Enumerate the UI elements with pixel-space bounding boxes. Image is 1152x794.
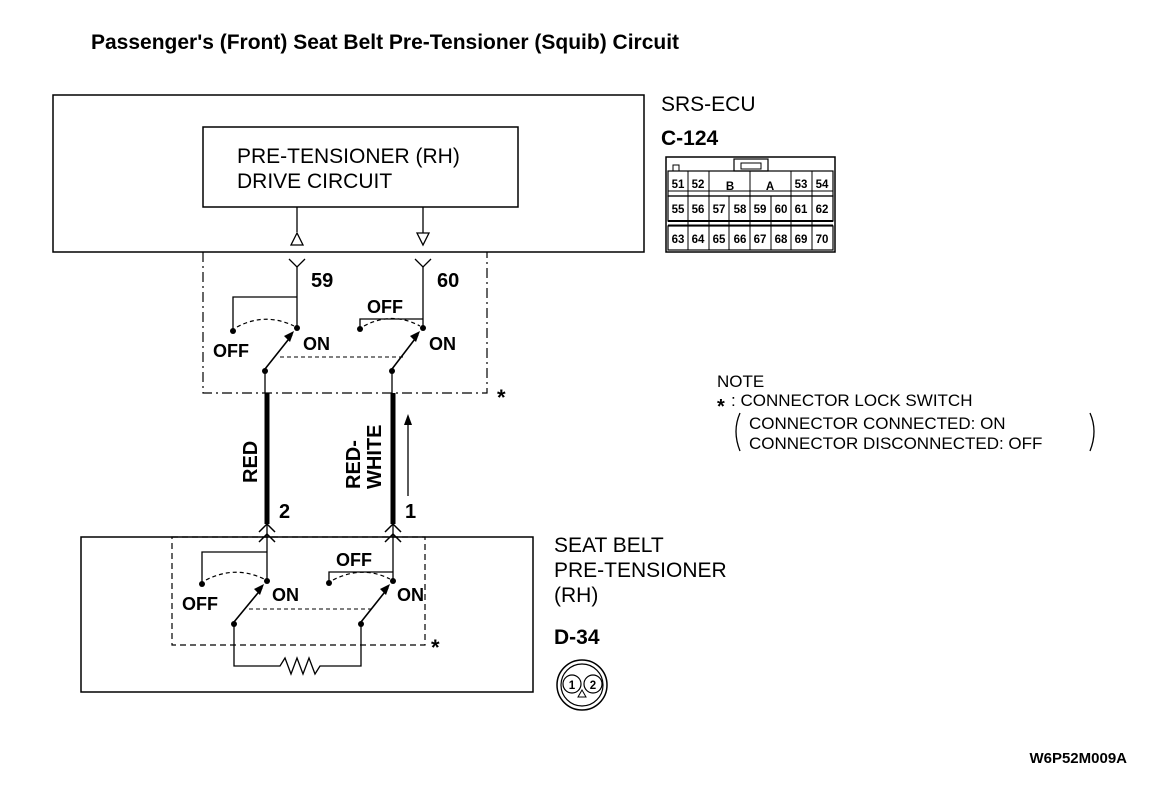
terminal-60-icon (414, 258, 432, 268)
terminal-60-label: 60 (437, 270, 459, 292)
lock-switch-asterisk: * (497, 385, 506, 410)
terminal-59-label: 59 (311, 270, 333, 292)
ecu-pin: 66 (734, 234, 747, 246)
wire-color-red: RED (240, 441, 262, 483)
ecu-pin: 57 (713, 204, 726, 216)
switch-on-label: ON (397, 585, 424, 605)
output-arrow-up-icon (289, 231, 305, 246)
wire-color-red-white-2: WHITE (364, 425, 386, 489)
lock-switch-asterisk: * (431, 635, 440, 660)
ecu-pin: 53 (795, 179, 808, 191)
ecu-pin: 55 (672, 204, 685, 216)
ecu-pin: 58 (734, 204, 747, 216)
ecu-pin: 65 (713, 234, 726, 246)
ecu-pin: 68 (775, 234, 788, 246)
terminal-2-label: 2 (279, 501, 290, 523)
diagram-title: Passenger's (Front) Seat Belt Pre-Tensio… (91, 31, 679, 54)
drive-circuit-label-1: PRE-TENSIONER (RH) (237, 145, 460, 168)
ecu-pin: 67 (754, 234, 767, 246)
switch-off-label: OFF (367, 297, 403, 317)
ecu-lock-switch-boundary (202, 252, 488, 394)
terminal-59-icon (288, 258, 306, 268)
switch-on-label: ON (272, 585, 299, 605)
ecu-pin: 51 (672, 179, 685, 191)
pretensioner-connector-id: D-34 (554, 626, 600, 649)
ecu-connector-face (665, 156, 836, 253)
pretensioner-label-3: (RH) (554, 584, 598, 607)
ecu-pin: B (726, 181, 734, 193)
drive-circuit-box (202, 126, 519, 208)
ecu-pin: 62 (816, 204, 829, 216)
ecu-pin: 70 (816, 234, 829, 246)
pretensioner-pin: 2 (590, 680, 596, 692)
pretensioner-box (80, 536, 534, 693)
pretensioner-label-2: PRE-TENSIONER (554, 559, 727, 582)
ecu-name: SRS-ECU (661, 93, 756, 116)
wire-color-red-white-1: RED- (343, 440, 365, 489)
ecu-pin: 54 (816, 179, 829, 191)
switch-on-label: ON (303, 334, 330, 354)
ecu-pin: 61 (795, 204, 808, 216)
switch-on-label: ON (429, 334, 456, 354)
ecu-pin: 59 (754, 204, 767, 216)
terminal-1-label: 1 (405, 501, 416, 523)
figure-code: W6P52M009A (1029, 750, 1127, 767)
note-line-1: : CONNECTOR LOCK SWITCH (731, 391, 972, 410)
pretensioner-connector-face-icon (556, 659, 608, 711)
note-bracket-right (1089, 412, 1095, 452)
ecu-pin: 52 (692, 179, 705, 191)
note-heading: NOTE (717, 372, 764, 391)
drive-circuit-label-2: DRIVE CIRCUIT (237, 170, 392, 193)
ecu-pin: 56 (692, 204, 705, 216)
squib-resistor-icon (233, 624, 362, 676)
ecu-connector-id: C-124 (661, 127, 719, 150)
ecu-pin: 60 (775, 204, 788, 216)
note-line-2: CONNECTOR CONNECTED: ON (749, 414, 1006, 433)
switch-off-label: OFF (182, 594, 218, 614)
ecu-box (52, 94, 645, 253)
note-asterisk: * (717, 396, 725, 418)
ecu-pin: 63 (672, 234, 685, 246)
switch-off-label: OFF (336, 550, 372, 570)
note-bracket-left (735, 412, 741, 452)
pretensioner-pin: 1 (569, 680, 576, 692)
ecu-pin: 69 (795, 234, 808, 246)
note-line-3: CONNECTOR DISCONNECTED: OFF (749, 434, 1042, 453)
ecu-pin: A (766, 181, 774, 193)
pretensioner-label-1: SEAT BELT (554, 534, 664, 557)
switch-off-label: OFF (213, 341, 249, 361)
arrow-up-icon (404, 414, 412, 425)
output-arrow-down-icon (415, 232, 431, 247)
ecu-pin: 64 (692, 234, 705, 246)
